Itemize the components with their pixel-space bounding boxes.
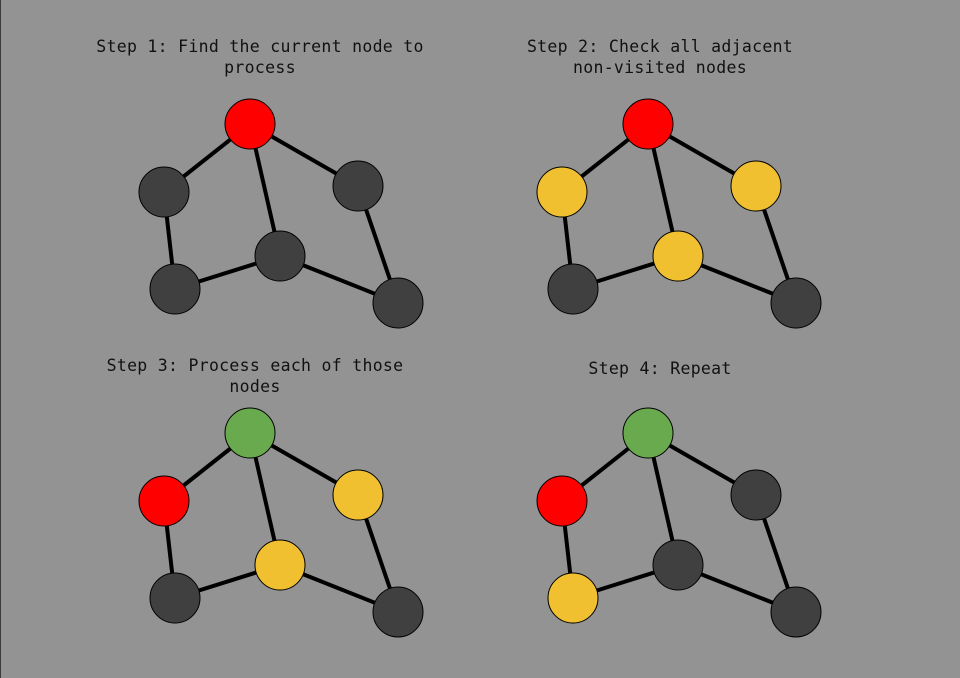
step-1-title-line-2: process <box>224 58 296 77</box>
node-bottom-right-unvisited <box>372 586 424 638</box>
node-top-processed <box>224 407 276 459</box>
step-2-title-line-2: non-visited nodes <box>573 58 747 77</box>
node-right-adjacent <box>730 160 782 212</box>
step-2-graph <box>536 98 822 329</box>
node-right-unvisited <box>730 469 782 521</box>
node-left-adjacent <box>536 166 588 218</box>
step-3-title: Step 3: Process each of those nodes <box>70 355 440 397</box>
step-2-title: Step 2: Check all adjacent non-visited n… <box>490 36 830 78</box>
node-left-current <box>536 475 588 527</box>
node-right-unvisited <box>332 160 384 212</box>
node-center-unvisited <box>652 539 704 591</box>
step-3-title-line-1: Step 3: Process each of those <box>106 356 404 375</box>
step-1-graph <box>138 98 424 329</box>
step-4-graph <box>536 407 822 638</box>
step-4-title-line-1: Step 4: Repeat <box>588 359 732 378</box>
node-center-adjacent <box>254 539 306 591</box>
node-left-current <box>138 475 190 527</box>
node-top-current <box>622 98 674 150</box>
step-1-title-line-1: Step 1: Find the current node to <box>96 37 424 56</box>
node-left-unvisited <box>138 166 190 218</box>
step-1-title: Step 1: Find the current node to process <box>60 36 460 78</box>
node-bottom-left-unvisited <box>149 263 201 315</box>
node-top-processed <box>622 407 674 459</box>
node-bottom-right-unvisited <box>770 586 822 638</box>
step-2-title-line-1: Step 2: Check all adjacent <box>526 37 794 56</box>
left-border <box>0 0 1 678</box>
node-bottom-left-unvisited <box>547 263 599 315</box>
step-3-graph <box>138 407 424 638</box>
node-bottom-left-adjacent <box>547 572 599 624</box>
node-center-adjacent <box>652 230 704 282</box>
node-bottom-right-unvisited <box>770 277 822 329</box>
node-top-current <box>224 98 276 150</box>
node-right-adjacent <box>332 469 384 521</box>
node-bottom-left-unvisited <box>149 572 201 624</box>
step-4-title: Step 4: Repeat <box>540 358 780 379</box>
node-bottom-right-unvisited <box>372 277 424 329</box>
node-center-unvisited <box>254 230 306 282</box>
step-3-title-line-2: nodes <box>229 377 281 396</box>
